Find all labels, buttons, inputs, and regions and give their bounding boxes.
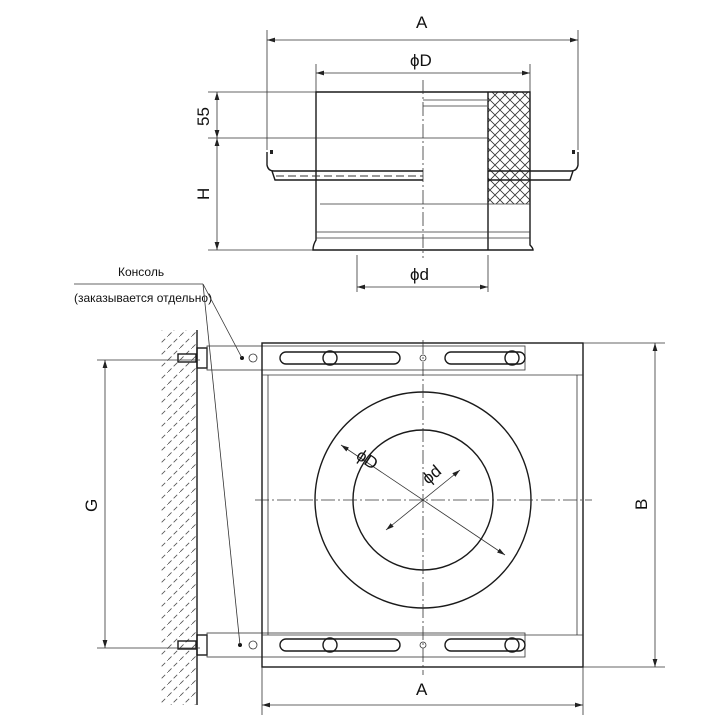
console-bottom: [177, 632, 526, 658]
dim-phi-d-top: ϕd: [410, 265, 429, 284]
bolt-icon: [504, 350, 520, 366]
base-plate: [261, 342, 584, 668]
dim-H: H: [194, 188, 213, 200]
bolt-icon: [504, 637, 520, 653]
console-note: (заказывается отдельно): [74, 291, 212, 305]
console-top: [177, 345, 526, 371]
bolt-icon: [322, 350, 338, 366]
dim-a-top: A: [416, 13, 428, 32]
dim-B: B: [632, 499, 651, 510]
dim-55: 55: [194, 107, 213, 126]
console-label: Консоль: [118, 265, 164, 279]
side-view: A ϕD 55 H ϕd: [194, 13, 579, 292]
dim-a-bottom: A: [416, 680, 428, 699]
dim-G: G: [82, 499, 101, 512]
plan-view: ϕD ϕd G B A Консоль (заказывается отдель…: [74, 265, 665, 715]
bolt-icon: [322, 637, 338, 653]
dim-phi-D-top: ϕD: [410, 51, 432, 70]
dim-phi-d-plan: ϕd: [418, 461, 445, 488]
